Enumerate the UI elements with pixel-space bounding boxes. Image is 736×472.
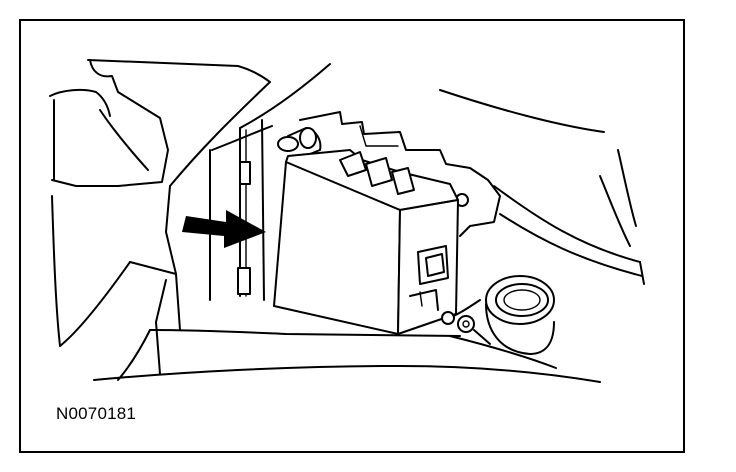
clip-slot-lower [237,267,251,295]
fitting-bolt [457,315,475,333]
top-tab-middle [365,157,393,187]
electronic-module [273,149,459,335]
side-connector [425,253,445,277]
round-fitting [441,275,555,355]
vehicle-interior-panels [49,59,645,383]
callout-arrow [182,210,266,248]
clip-slot-upper [239,161,251,185]
stud-connector [277,127,322,159]
top-tab-left [339,151,367,177]
figure-id-label: N0070181 [56,404,137,423]
top-tab-right [391,167,415,195]
